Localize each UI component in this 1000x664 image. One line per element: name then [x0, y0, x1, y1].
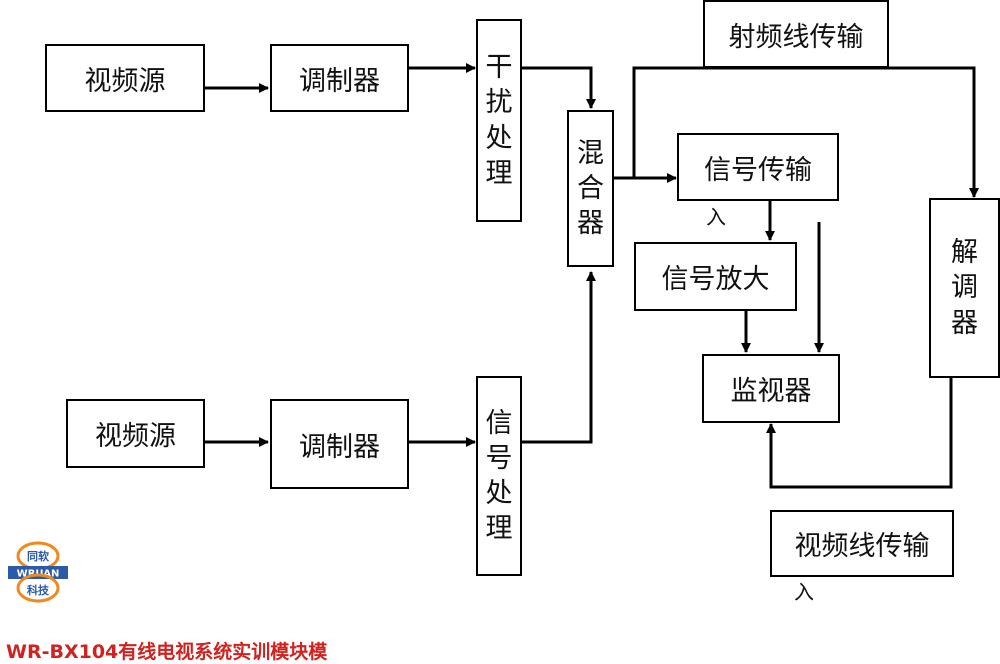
vertical-label-char: 器	[951, 307, 978, 339]
mixer-label: 混合器	[569, 112, 612, 265]
logo-top-text: 同软	[27, 549, 50, 563]
vertical-label-char: 混	[577, 137, 604, 169]
vertical-label-char: 器	[577, 208, 604, 240]
mixer-box: 混合器	[567, 110, 614, 267]
modulator-label-2: 调制器	[299, 431, 380, 463]
modulator-label-1: 调制器	[299, 65, 380, 97]
signal-amplifier-label: 信号放大	[661, 264, 770, 295]
interference-processing-label: 干扰处理	[478, 21, 520, 220]
vertical-label-char: 处	[485, 478, 513, 509]
video-source-box-2: 视频源	[66, 399, 205, 468]
vertical-label-char: 解	[951, 237, 978, 269]
vertical-label-char: 合	[577, 172, 604, 204]
footer-title: WR-BX104有线电视系统实训模块模	[6, 641, 328, 663]
signal-transmission-box: 信号传输	[677, 133, 839, 201]
video-source-label-1: 视频源	[84, 65, 166, 97]
video-transmission-label: 视频线传输	[794, 531, 930, 562]
rf-transmission-label: 射频线传输	[728, 21, 864, 53]
logo-bottom-text: 科技	[27, 583, 50, 597]
video-source-box-1: 视频源	[45, 44, 205, 112]
vertical-label-char: 理	[485, 513, 513, 545]
connector-mixer-rf-demodulator	[632, 66, 979, 198]
interference-processing-box: 干扰处理	[476, 19, 522, 222]
vertical-label-char: 处	[485, 122, 513, 154]
signal-processing-label: 信号处理	[478, 378, 520, 574]
vertical-label-char: 调	[951, 272, 978, 304]
monitor-label: 监视器	[730, 376, 812, 407]
wruan-logo: 同软 WRUAN 科技	[8, 541, 68, 603]
signal-processing-box: 信号处理	[476, 376, 522, 576]
rf-transmission-box: 射频线传输	[703, 0, 889, 68]
video-source-label-2: 视频源	[95, 421, 176, 452]
modulator-box-2: 调制器	[270, 399, 409, 489]
input-note-1: 入	[706, 205, 726, 229]
demodulator-box: 解调器	[929, 198, 1000, 378]
monitor-box: 监视器	[702, 354, 840, 423]
input-note-2: 入	[794, 580, 814, 604]
vertical-label-char: 信	[485, 407, 513, 439]
vertical-label-char: 号	[485, 442, 513, 474]
vertical-label-char: 扰	[485, 87, 513, 119]
vertical-label-char: 理	[485, 157, 513, 189]
demodulator-label: 解调器	[931, 200, 998, 376]
connector-interference-mixer	[521, 66, 596, 109]
video-transmission-box: 视频线传输	[770, 510, 954, 577]
signal-amplifier-box: 信号放大	[634, 242, 797, 311]
signal-transmission-label: 信号传输	[704, 154, 812, 186]
connector-signalproc-mixer	[521, 271, 596, 444]
modulator-box-1: 调制器	[270, 44, 409, 112]
vertical-label-char: 干	[485, 52, 513, 84]
connector-demodulator-monitor	[766, 377, 953, 489]
